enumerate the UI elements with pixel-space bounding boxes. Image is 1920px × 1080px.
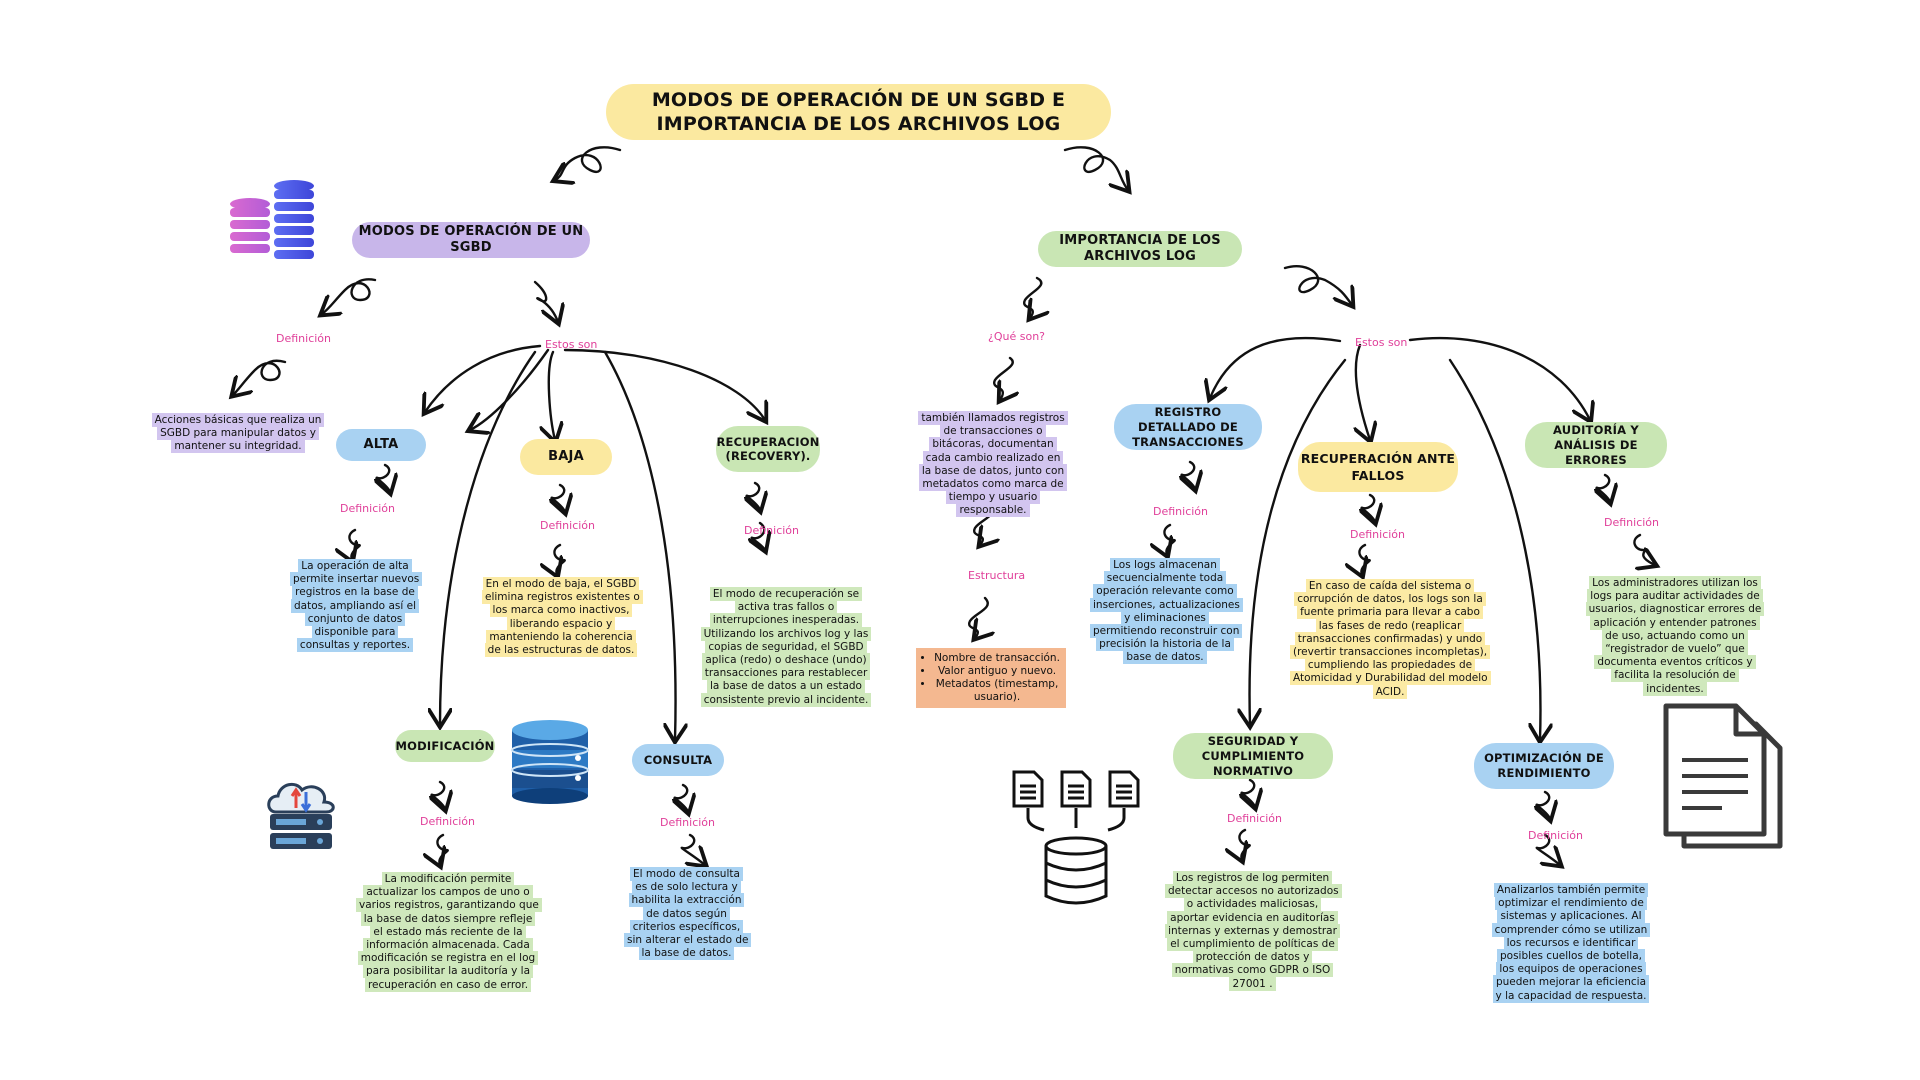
optimizacion-title: OPTIMIZACIÓN DE RENDIMIENTO [1484,751,1604,780]
left-header-node: MODOS DE OPERACIÓN DE UN SGBD [352,222,590,258]
auditoria-definicion-label: Definición [1604,516,1659,529]
left-estos-son-label: Estos son [545,338,598,351]
right-header-text: IMPORTANCIA DE LOS ARCHIVOS LOG [1059,233,1221,264]
estructura-item: Metadatos (timestamp, usuario). [934,678,1060,704]
seguridad-text: Los registros de log permiten detectar a… [1165,871,1342,991]
documents-to-database-icon [1012,770,1140,905]
modificacion-text: La modificación permite actualizar los c… [356,872,542,992]
baja-definicion-label: Definición [540,519,595,532]
left-definicion-text: Acciones básicas que realiza un SGBD par… [148,413,328,454]
registro-definicion-label: Definición [1153,505,1208,518]
modificacion-node: MODIFICACIÓN [395,730,495,762]
registro-node: REGISTRO DETALLADO DE TRANSACCIONES [1114,404,1262,450]
auditoria-text: Los administradores utilizan los logs pa… [1585,576,1765,696]
alta-title: ALTA [363,437,399,452]
document-pages-icon [1663,703,1783,849]
auditoria-title: AUDITORÍA Y ANÁLISIS DE ERRORES [1553,422,1639,467]
recuperacion-fallos-title: RECUPERACIÓN ANTE FALLOS [1300,451,1456,483]
que-son-label: ¿Qué son? [988,330,1046,343]
estructura-item: Valor antiguo y nuevo. [934,665,1060,678]
database-stack-gradient-icon [230,180,314,259]
right-estos-son-label: Estos son [1355,336,1408,349]
que-son-text: también llamados registros de transaccio… [918,411,1068,518]
modificacion-title: MODIFICACIÓN [395,739,495,753]
recuperacion-fallos-text: En caso de caída del sistema o corrupció… [1290,579,1491,699]
estructura-item: Nombre de transacción. [934,652,1060,665]
consulta-definicion-label: Definición [660,816,715,829]
left-header-text: MODOS DE OPERACIÓN DE UN SGBD [358,224,584,255]
main-title: MODOS DE OPERACIÓN DE UN SGBD E IMPORTAN… [606,84,1111,140]
left-definicion-label: Definición [276,332,331,345]
seguridad-title: SEGURIDAD Y CUMPLIMIENTO NORMATIVO [1201,733,1305,778]
alta-node: ALTA [336,429,426,461]
auditoria-node: AUDITORÍA Y ANÁLISIS DE ERRORES [1525,422,1667,468]
cloud-server-icon [267,782,335,849]
registro-title: REGISTRO DETALLADO DE TRANSACCIONES [1132,404,1244,449]
registro-text: Los logs almacenan secuencialmente toda … [1090,558,1243,665]
consulta-title: CONSULTA [643,753,713,767]
estructura-label: Estructura [968,569,1026,582]
recuperacion-title: RECUPERACION (RECOVERY). [716,435,820,463]
optimizacion-definicion-label: Definición [1528,829,1583,842]
estructura-list: Nombre de transacción. Valor antiguo y n… [916,648,1066,708]
baja-title: BAJA [548,449,584,464]
main-title-text: MODOS DE OPERACIÓN DE UN SGBD E IMPORTAN… [651,89,1066,135]
consulta-node: CONSULTA [632,744,724,776]
recuperacion-node: RECUPERACION (RECOVERY). [716,426,820,472]
database-cylinder-blue-icon [511,720,589,804]
alta-definicion-label: Definición [340,502,395,515]
baja-node: BAJA [520,439,612,475]
seguridad-node: SEGURIDAD Y CUMPLIMIENTO NORMATIVO [1173,733,1333,779]
seguridad-definicion-label: Definición [1227,812,1282,825]
optimizacion-text: Analizarlos también permite optimizar el… [1490,883,1652,1003]
alta-text: La operación de alta permite insertar nu… [290,559,423,653]
consulta-text: El modo de consulta es de solo lectura y… [624,867,752,961]
right-header-node: IMPORTANCIA DE LOS ARCHIVOS LOG [1038,231,1242,267]
recuperacion-text: El modo de recuperación se activa tras f… [697,587,875,707]
optimizacion-node: OPTIMIZACIÓN DE RENDIMIENTO [1474,743,1614,789]
recuperacion-fallos-definicion-label: Definición [1350,528,1405,541]
recuperacion-definicion-label: Definición [744,524,799,537]
modificacion-definicion-label: Definición [420,815,475,828]
baja-text: En el modo de baja, el SGBD elimina regi… [482,577,643,658]
recuperacion-fallos-node: RECUPERACIÓN ANTE FALLOS [1298,442,1458,492]
